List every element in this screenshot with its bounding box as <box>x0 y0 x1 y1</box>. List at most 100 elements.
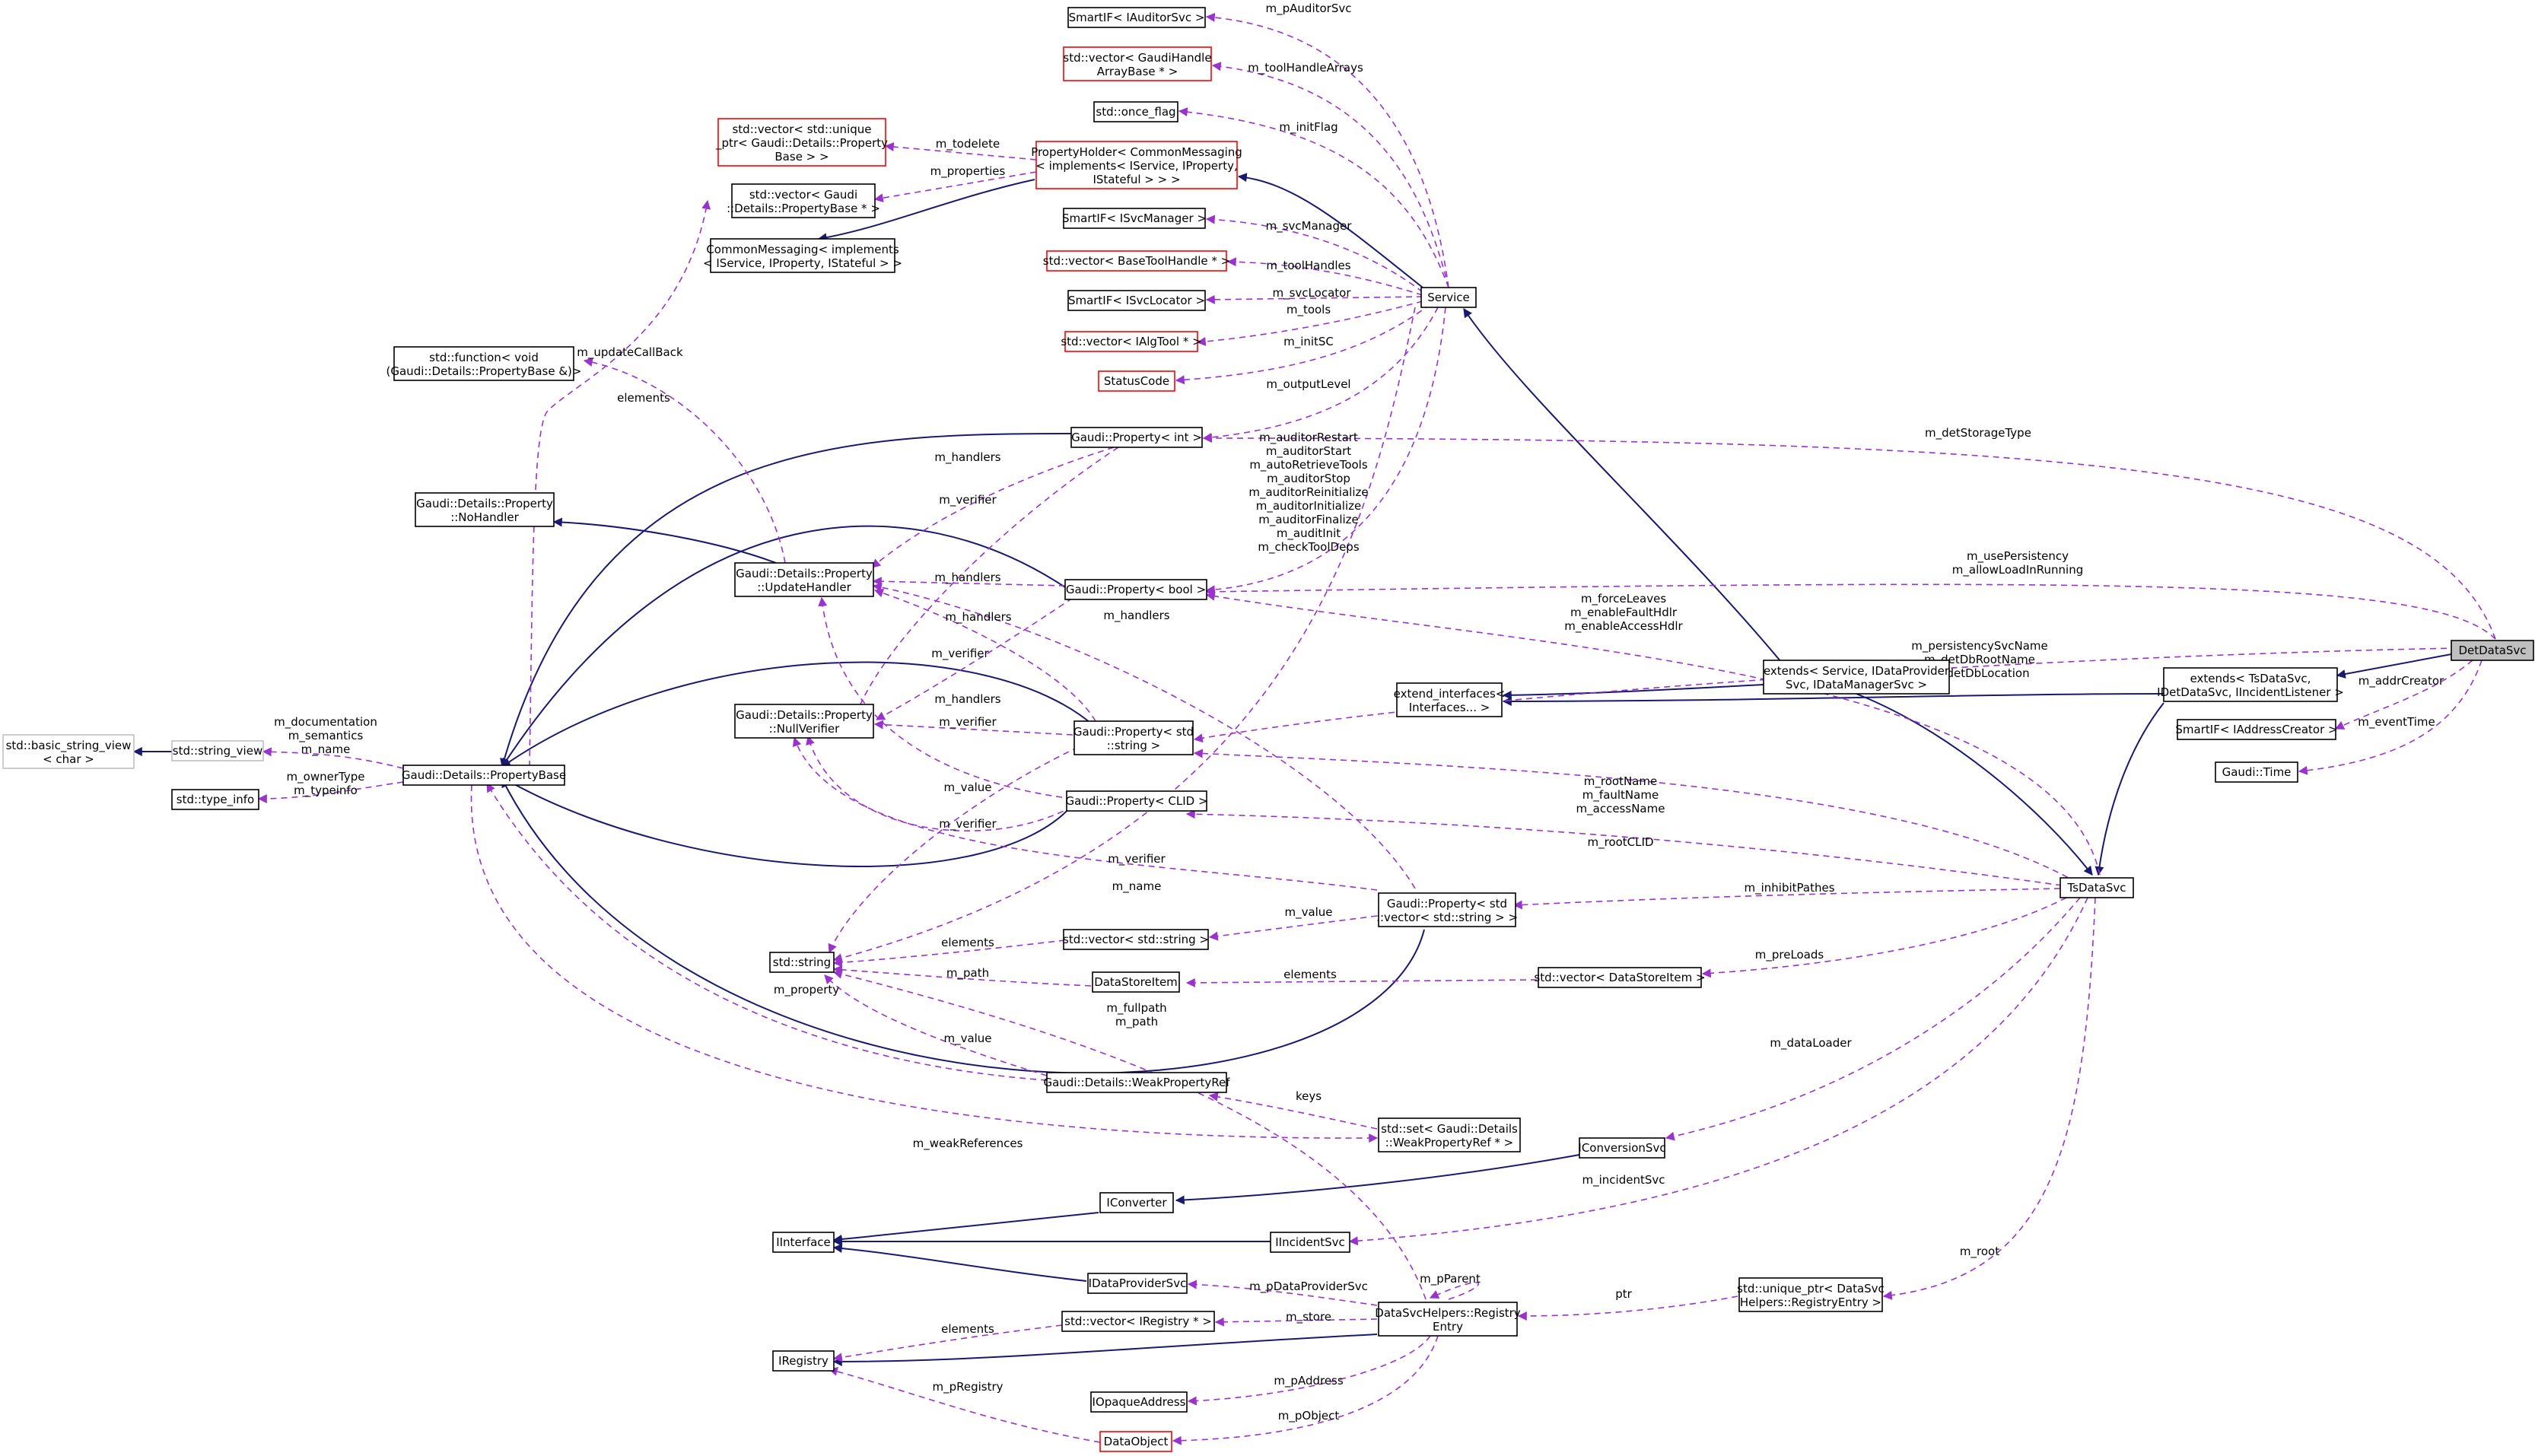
edge-label: m_verifier <box>939 715 997 730</box>
edge-label: m_rootCLID <box>1588 835 1654 850</box>
edge-label: m_faultName <box>1582 788 1659 803</box>
node-unique-ptr-registryentry[interactable]: std::unique_ptr< DataSvcHelpers::Registr… <box>1737 1277 1885 1312</box>
node-weakpropertyref[interactable]: Gaudi::Details::WeakPropertyRef <box>1043 1072 1230 1093</box>
edge-label: m_autoRetrieveTools <box>1249 458 1368 472</box>
svg-text:Gaudi::Property< std: Gaudi::Property< std <box>1387 897 1507 911</box>
node-statuscode[interactable]: StatusCode <box>1098 370 1175 392</box>
node-propertybase[interactable]: Gaudi::Details::PropertyBase <box>402 765 566 786</box>
node-once-flag[interactable]: std::once_flag <box>1093 101 1178 122</box>
node-vector-basetoolhandle[interactable]: std::vector< BaseToolHandle * > <box>1043 250 1230 272</box>
svg-text:DetDataSvc: DetDataSvc <box>2458 644 2526 657</box>
edge-label: m_detDbLocation <box>1929 666 2029 681</box>
node-detdatasvc[interactable]: DetDataSvc <box>2451 640 2534 661</box>
edge-m-path <box>832 965 1092 987</box>
node-tsdatasvc[interactable]: TsDataSvc <box>2059 877 2134 898</box>
node-commonmessaging[interactable]: CommonMessaging< implements< IService, I… <box>703 238 902 273</box>
node-smartif-isvclocator[interactable]: SmartIF< ISvcLocator > <box>1067 290 1206 311</box>
edge-m-verifier5 <box>792 736 1378 891</box>
node-extends-tsdatasvc[interactable]: extends< TsDataSvc,IDetDataSvc, IInciden… <box>2157 667 2344 702</box>
svg-text:IDataProviderSvc: IDataProviderSvc <box>1089 1276 1187 1290</box>
node-iinterface[interactable]: IInterface <box>772 1232 835 1253</box>
edge-label: m_checkToolDeps <box>1258 540 1359 555</box>
edge-m-outputlevel <box>1202 307 1439 442</box>
node-string-view[interactable]: std::string_view <box>171 740 264 761</box>
edge-label: m_path <box>1115 1015 1158 1029</box>
edge-iconverter-to-iinterface <box>832 1212 1099 1244</box>
edge-elements2 <box>832 939 1066 968</box>
svg-text:std::function< void: std::function< void <box>429 351 539 364</box>
node-iconversionsvc[interactable]: IConversionSvc <box>1578 1137 1666 1159</box>
edge-keys <box>1208 1092 1378 1130</box>
node-property-bool[interactable]: Gaudi::Property< bool > <box>1064 579 1207 600</box>
node-basic-string-view[interactable]: std::basic_string_view< char > <box>2 734 135 769</box>
node-idataprovidersvc[interactable]: IDataProviderSvc <box>1087 1273 1188 1294</box>
edge-extends-service-to-extend-interfaces <box>1502 684 1764 700</box>
svg-text:SmartIF< ISvcLocator >: SmartIF< ISvcLocator > <box>1068 294 1205 307</box>
node-extend-interfaces[interactable]: extend_interfaces<Interfaces... > <box>1394 682 1506 717</box>
node-property-nullverifier[interactable]: Gaudi::Details::Property::NullVerifier <box>734 704 874 739</box>
edge-label: m_toolHandleArrays <box>1248 61 1363 75</box>
node-property-string[interactable]: Gaudi::Property< std::string > <box>1073 720 1194 755</box>
edge-propvecstring-to-propertybase <box>501 777 1425 1074</box>
svg-text:std::once_flag: std::once_flag <box>1096 105 1175 119</box>
node-vector-ialgtool[interactable]: std::vector< IAlgTool * > <box>1061 331 1202 352</box>
svg-text:SmartIF< ISvcManager >: SmartIF< ISvcManager > <box>1062 211 1207 225</box>
edge-label: m_handlers <box>1103 609 1169 623</box>
edge-m-root <box>1882 897 2096 1300</box>
node-iopaqueaddress[interactable]: IOpaqueAddress <box>1090 1391 1188 1413</box>
edge-m-incidentsvc <box>1348 897 2088 1246</box>
edge-registryentry-to-iregistry <box>832 1334 1378 1366</box>
svg-text:std::unique_ptr< DataSvc: std::unique_ptr< DataSvc <box>1737 1282 1885 1296</box>
svg-text:Gaudi::Time: Gaudi::Time <box>2222 765 2292 779</box>
edge-m-updatecallback <box>583 358 786 564</box>
edge-label: m_addrCreator <box>2358 674 2444 688</box>
node-smartif-iaddresscreator[interactable]: SmartIF< IAddressCreator > <box>2175 719 2338 740</box>
node-vector-propertybase-ptr[interactable]: std::vector< Gaudi::Details::PropertyBas… <box>727 183 880 218</box>
edge-m-dataloader <box>1665 897 2081 1141</box>
edge-label: m_verifier <box>939 817 997 831</box>
node-vector-string[interactable]: std::vector< std::string > <box>1063 929 1209 950</box>
edge-label: m_typeinfo <box>294 784 358 798</box>
node-registryentry[interactable]: DataSvcHelpers::RegistryEntry <box>1375 1302 1521 1337</box>
node-iregistry[interactable]: IRegistry <box>772 1350 835 1372</box>
node-datastoreitem[interactable]: DataStoreItem <box>1092 971 1180 993</box>
node-service[interactable]: Service <box>1420 287 1477 308</box>
node-iconverter[interactable]: IConverter <box>1099 1192 1174 1213</box>
node-property-clid[interactable]: Gaudi::Property< CLID > <box>1065 790 1208 812</box>
node-smartif-iauditorsvc[interactable]: SmartIF< IAuditorSvc > <box>1067 7 1206 28</box>
edge-m-property <box>486 782 1048 1081</box>
node-vector-datastoreitem[interactable]: std::vector< DataStoreItem > <box>1534 967 1706 988</box>
svg-text:IStateful > > >: IStateful > > > <box>1093 173 1180 186</box>
node-property-vector-string[interactable]: Gaudi::Property< std::vector< std::strin… <box>1376 892 1518 927</box>
edge-m-detstoragetype <box>1202 434 2496 640</box>
node-set-weakpropertyref[interactable]: std::set< Gaudi::Details::WeakPropertyRe… <box>1378 1117 1521 1152</box>
svg-text:SmartIF< IAuditorSvc >: SmartIF< IAuditorSvc > <box>1069 11 1205 24</box>
edge-label: m_initFlag <box>1279 120 1337 135</box>
node-extends-service[interactable]: extends< Service, IDataProviderSvc, IDat… <box>1763 660 1950 695</box>
svg-text:DataStoreItem: DataStoreItem <box>1094 975 1178 989</box>
node-vector-unique-ptr-propertybase[interactable]: std::vector< std::unique_ptr< Gaudi::Det… <box>715 118 888 167</box>
edge-label: elements <box>941 936 994 949</box>
node-std-function[interactable]: std::function< void(Gaudi::Details::Prop… <box>386 346 582 381</box>
node-iincidentsvc[interactable]: IIncidentSvc <box>1270 1232 1350 1253</box>
node-property-updatehandler[interactable]: Gaudi::Details::Property::UpdateHandler <box>734 562 874 597</box>
svg-text:std::vector< Gaudi: std::vector< Gaudi <box>749 188 857 202</box>
node-property-nohandler[interactable]: Gaudi::Details::Property::NoHandler <box>415 492 555 527</box>
svg-text:::NullVerifier: ::NullVerifier <box>769 722 841 736</box>
edge-m-pregistry <box>828 1367 1101 1443</box>
node-propertyholder[interactable]: PropertyHolder< CommonMessaging< impleme… <box>1031 141 1242 189</box>
node-vector-iregistry[interactable]: std::vector< IRegistry * > <box>1061 1311 1215 1332</box>
node-gaudi-time[interactable]: Gaudi::Time <box>2215 761 2298 783</box>
node-smartif-isvcmanager[interactable]: SmartIF< ISvcManager > <box>1062 208 1207 229</box>
svg-text:std::set< Gaudi::Details: std::set< Gaudi::Details <box>1381 1122 1518 1136</box>
edge-label: m_updateCallBack <box>577 345 683 360</box>
node-dataobject[interactable]: DataObject <box>1099 1431 1172 1452</box>
svg-text:Gaudi::Details::WeakPropertyRe: Gaudi::Details::WeakPropertyRef <box>1043 1076 1230 1089</box>
node-std-string[interactable]: std::string <box>769 952 835 973</box>
node-type-info[interactable]: std::type_info <box>171 789 259 810</box>
svg-text:std::vector< std::unique: std::vector< std::unique <box>732 122 871 136</box>
node-property-int[interactable]: Gaudi::Property< int > <box>1070 427 1203 448</box>
edge-label: m_documentation <box>274 715 377 730</box>
